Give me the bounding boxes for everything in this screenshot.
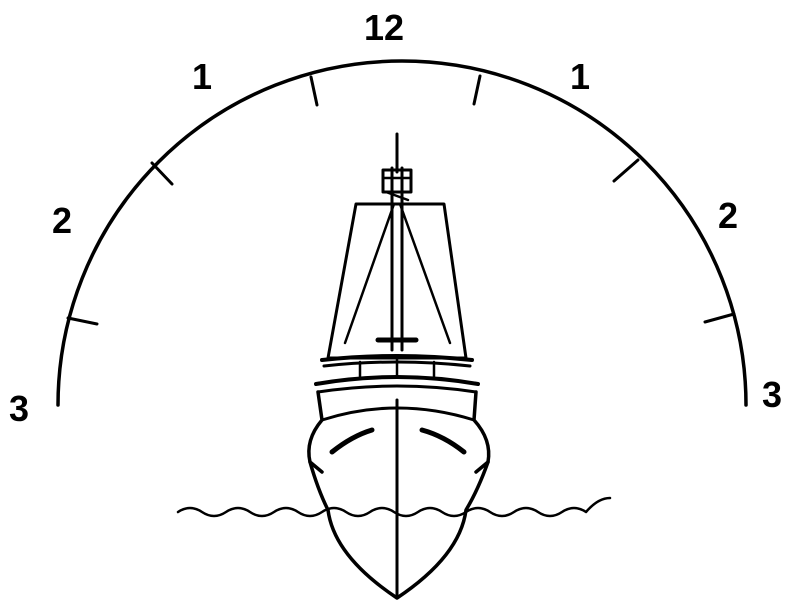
clock-label-left-1: 1 (192, 56, 212, 97)
clock-label-left-2: 2 (52, 200, 72, 241)
hull (309, 392, 489, 598)
clock-label-12: 12 (364, 7, 404, 48)
clock-label-right-2: 2 (718, 195, 738, 236)
mast (383, 134, 411, 350)
waterline (178, 498, 610, 516)
clock-label-left-3: 3 (9, 388, 29, 429)
tick-left-near-12 (311, 77, 317, 105)
tick-left-near-3 (68, 318, 97, 324)
boat-illustration (178, 134, 610, 598)
clock-label-right-3: 3 (762, 374, 782, 415)
clock-label-right-1: 1 (570, 56, 590, 97)
tick-right-near-3 (705, 314, 734, 322)
tick-right-2 (614, 160, 638, 181)
deck-railings (316, 356, 478, 392)
sail-panel (328, 204, 466, 358)
tick-left-2 (152, 163, 172, 184)
tick-right-near-12 (474, 76, 480, 104)
